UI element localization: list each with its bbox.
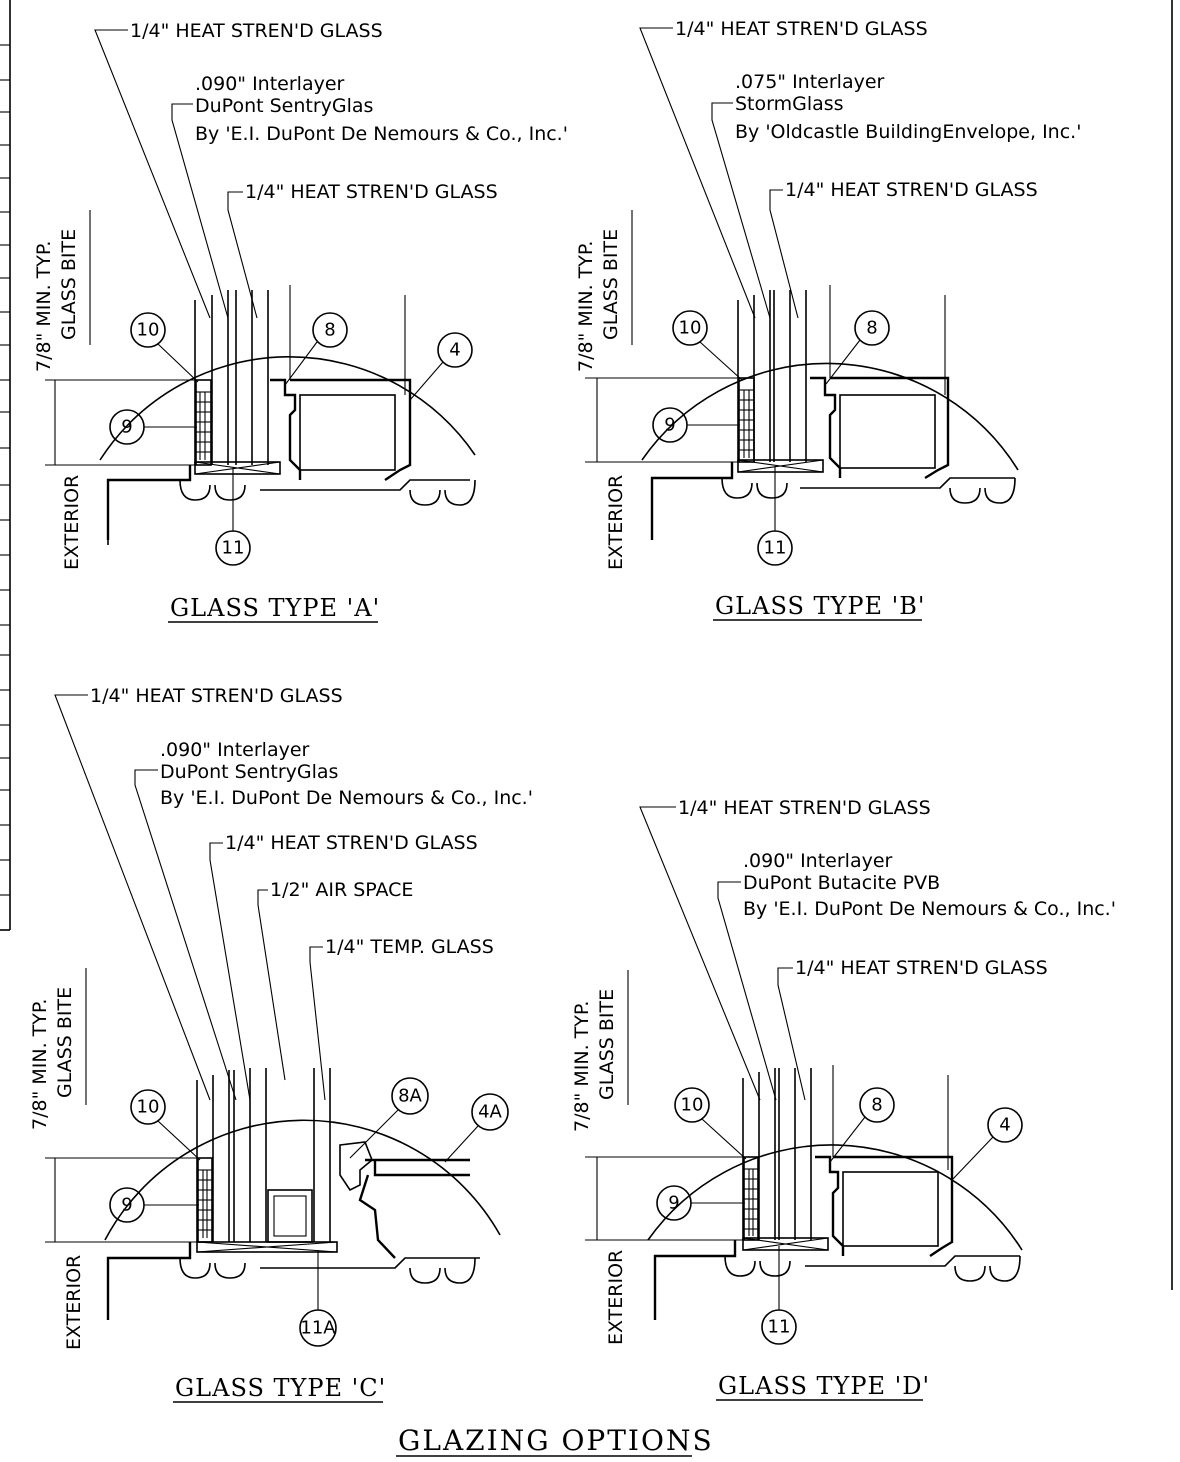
callout-c-glass-inner: 1/4" HEAT STREN'D GLASS <box>225 832 478 854</box>
callout-d-glass-inner: 1/4" HEAT STREN'D GLASS <box>795 957 1048 979</box>
svg-text:10: 10 <box>137 320 160 341</box>
exterior-b: EXTERIOR <box>605 475 627 570</box>
svg-text:11: 11 <box>768 1317 791 1338</box>
bubble-d-9: 9 <box>656 1185 745 1221</box>
bubble-b-9: 9 <box>652 407 740 443</box>
bubble-b-8: 8 <box>825 310 890 385</box>
panel-b: 1/4" HEAT STREN'D GLASS .075" Interlayer… <box>575 18 1081 621</box>
callout-b-glass-outer: 1/4" HEAT STREN'D GLASS <box>675 18 928 40</box>
dim-c-bite: GLASS BITE <box>54 987 76 1098</box>
svg-text:4A: 4A <box>478 1102 502 1123</box>
panel-c: 1/4" HEAT STREN'D GLASS .090" Interlayer… <box>29 685 533 1403</box>
callout-c-air-space: 1/2" AIR SPACE <box>270 879 413 901</box>
svg-text:9: 9 <box>121 1195 132 1216</box>
callout-b-glass-inner: 1/4" HEAT STREN'D GLASS <box>785 179 1038 201</box>
svg-text:8: 8 <box>324 320 335 341</box>
callout-b-interlayer-maker: By 'Oldcastle BuildingEnvelope, Inc.' <box>735 121 1081 143</box>
callout-c-interlayer: .090" Interlayer <box>160 739 310 761</box>
svg-text:10: 10 <box>681 1095 704 1116</box>
callout-d-interlayer-maker: By 'E.I. DuPont De Nemours & Co., Inc.' <box>743 898 1116 920</box>
svg-text:4: 4 <box>999 1115 1010 1136</box>
callout-a-glass-outer: 1/4" HEAT STREN'D GLASS <box>130 20 383 42</box>
title-glass-type-c: GLASS TYPE 'C' <box>175 1374 386 1402</box>
callout-d-glass-outer: 1/4" HEAT STREN'D GLASS <box>678 797 931 819</box>
callout-d-interlayer-product: DuPont Butacite PVB <box>743 872 940 894</box>
svg-text:4: 4 <box>449 340 460 361</box>
bubble-c-11a: 11A <box>299 1250 337 1347</box>
bubble-a-10: 10 <box>130 312 199 383</box>
svg-text:11: 11 <box>764 538 787 559</box>
bubble-b-11: 11 <box>757 466 793 566</box>
dim-d-min: 7/8" MIN. TYP. <box>571 1001 593 1132</box>
callout-a-glass-inner: 1/4" HEAT STREN'D GLASS <box>245 181 498 203</box>
bubble-d-4: 4 <box>951 1107 1023 1181</box>
svg-text:11A: 11A <box>300 1318 336 1339</box>
dim-b-bite: GLASS BITE <box>600 229 622 340</box>
callout-b-interlayer: .075" Interlayer <box>735 71 885 93</box>
dim-d-bite: GLASS BITE <box>596 989 618 1100</box>
bubble-d-8: 8 <box>829 1087 895 1163</box>
title-glass-type-a: GLASS TYPE 'A' <box>170 594 380 622</box>
bubble-c-10: 10 <box>130 1089 201 1161</box>
title-glass-type-b: GLASS TYPE 'B' <box>715 592 926 620</box>
callout-a-interlayer: .090" Interlayer <box>195 73 345 95</box>
bubble-d-10: 10 <box>674 1087 747 1160</box>
left-title-block <box>0 0 11 931</box>
svg-text:9: 9 <box>664 415 675 436</box>
dim-c-min: 7/8" MIN. TYP. <box>29 999 51 1130</box>
svg-text:10: 10 <box>137 1097 160 1118</box>
callout-c-glass-outer: 1/4" HEAT STREN'D GLASS <box>90 685 343 707</box>
main-title: GLAZING OPTIONS <box>398 1424 714 1457</box>
exterior-a: EXTERIOR <box>61 475 83 570</box>
dim-a-bite: GLASS BITE <box>58 229 80 340</box>
svg-text:8: 8 <box>866 318 877 339</box>
bubble-d-11: 11 <box>761 1246 797 1345</box>
bubble-a-4: 4 <box>409 332 473 401</box>
bubble-a-11: 11 <box>215 468 251 566</box>
bubble-a-8: 8 <box>284 312 348 386</box>
dim-a-min: 7/8" MIN. TYP. <box>33 241 55 372</box>
exterior-c: EXTERIOR <box>63 1255 85 1350</box>
svg-text:9: 9 <box>668 1193 679 1214</box>
dim-b-min: 7/8" MIN. TYP. <box>575 241 597 372</box>
title-glass-type-d: GLASS TYPE 'D' <box>718 1372 930 1400</box>
bubble-c-9: 9 <box>109 1187 199 1223</box>
svg-text:9: 9 <box>121 417 132 438</box>
callout-a-interlayer-product: DuPont SentryGlas <box>195 95 373 117</box>
callout-a-interlayer-maker: By 'E.I. DuPont De Nemours & Co., Inc.' <box>195 123 568 145</box>
svg-text:10: 10 <box>679 318 702 339</box>
svg-text:11: 11 <box>222 538 245 559</box>
bubble-b-10: 10 <box>672 310 743 381</box>
svg-text:8: 8 <box>871 1095 882 1116</box>
callout-d-interlayer: .090" Interlayer <box>743 850 893 872</box>
bubble-c-4a: 4A <box>444 1093 509 1163</box>
panel-d: 1/4" HEAT STREN'D GLASS .090" Interlayer… <box>571 797 1116 1401</box>
callout-b-interlayer-product: StormGlass <box>735 93 844 115</box>
callout-c-temp-glass: 1/4" TEMP. GLASS <box>325 936 494 958</box>
bubble-a-9: 9 <box>109 409 197 445</box>
exterior-d: EXTERIOR <box>605 1250 627 1345</box>
panel-a: 1/4" HEAT STREN'D GLASS .090" Interlayer… <box>33 20 568 623</box>
callout-c-interlayer-product: DuPont SentryGlas <box>160 761 338 783</box>
callout-c-interlayer-maker: By 'E.I. DuPont De Nemours & Co., Inc.' <box>160 787 533 809</box>
bubble-c-8a: 8A <box>349 1077 429 1159</box>
svg-text:8A: 8A <box>398 1086 422 1107</box>
